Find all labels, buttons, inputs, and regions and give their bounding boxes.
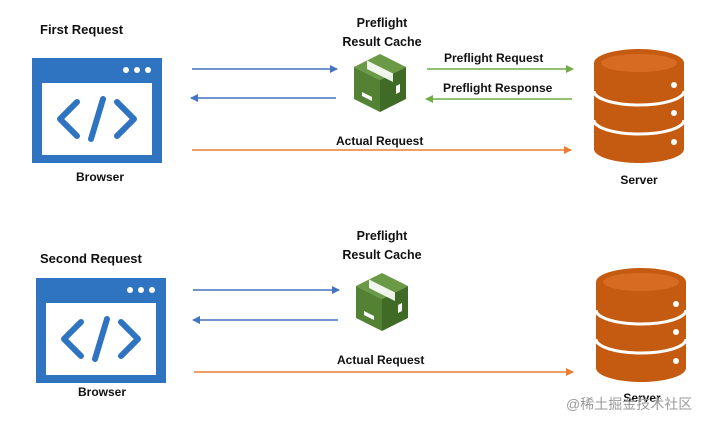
cache-label: Preflight Result Cache [327,227,437,265]
server-label: Server [623,391,661,405]
cache-label-line1: Preflight [356,16,408,30]
browser-window-icon [36,278,166,383]
browser-label: Browser [77,385,127,399]
actual-request-label: Actual Request [337,353,425,367]
cache-label-line1: Preflight [356,229,408,243]
actual-request-label: Actual Request [336,134,424,148]
watermark: @稀土掘金技术社区 [566,396,693,412]
package-box-icon [356,273,408,331]
browser-label: Browser [75,170,125,184]
browser-window-icon [32,58,162,163]
database-server-icon [592,47,686,165]
preflight-request-label: Preflight Request [444,51,544,65]
server-label: Server [620,173,658,187]
database-server-icon [594,266,688,384]
first-request-heading: First Request [40,22,124,37]
second-request-heading: Second Request [40,251,142,266]
cache-label: Preflight Result Cache [327,14,437,52]
cache-label-line2: Result Cache [342,248,422,262]
preflight-response-label: Preflight Response [443,81,553,95]
cache-label-line2: Result Cache [342,35,422,49]
package-box-icon [354,54,406,112]
